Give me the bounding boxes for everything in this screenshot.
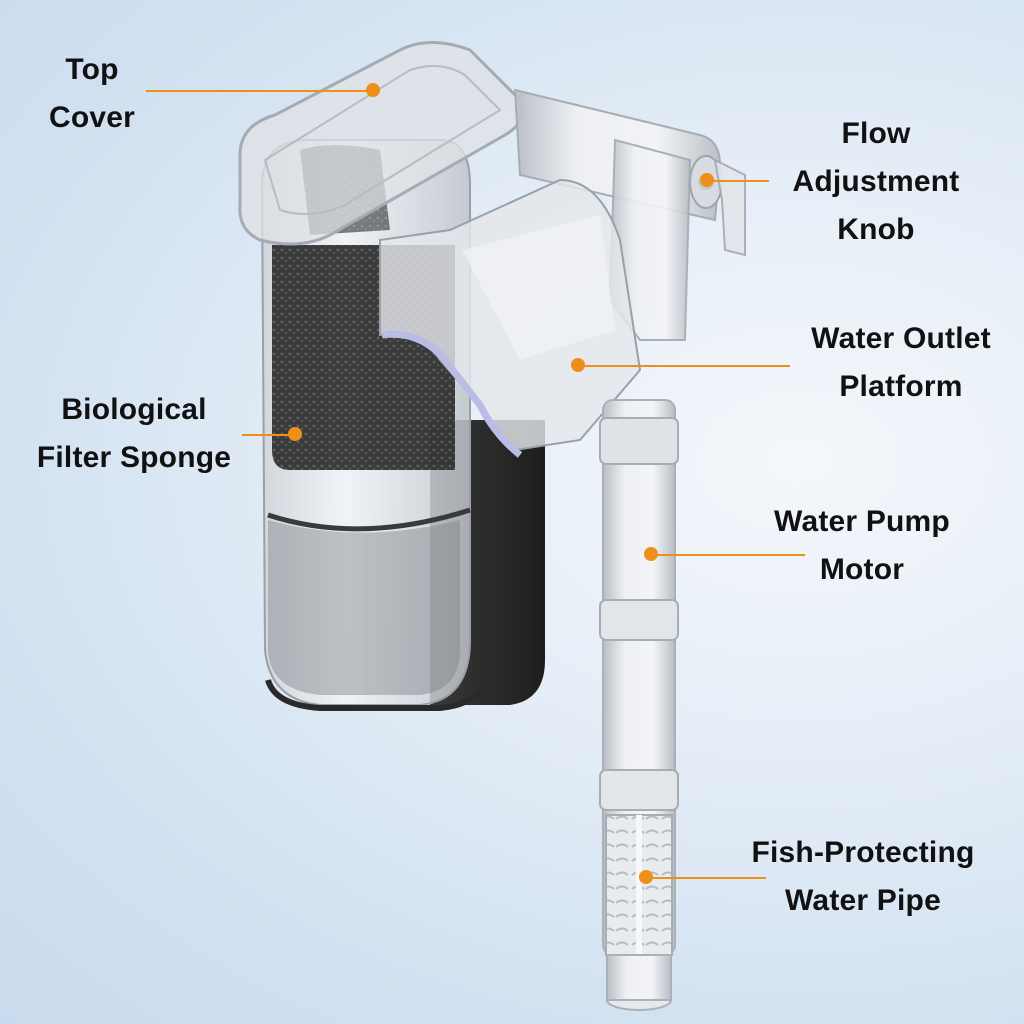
callout-dot-fish-protecting-water-pipe [639, 870, 653, 884]
label-line: Water Pipe [785, 884, 941, 917]
leader-line-biological-filter-sponge [242, 434, 294, 436]
label-flow-adjustment-knob: Flow Adjustment Knob [778, 110, 974, 254]
callout-dot-top-cover [366, 83, 380, 97]
leader-line-water-outlet-platform [578, 365, 790, 367]
label-line: Fish-Protecting [751, 836, 975, 869]
callout-dot-water-outlet-platform [571, 358, 585, 372]
callout-dot-biological-filter-sponge [288, 427, 302, 441]
label-line: Flow [841, 117, 911, 150]
callout-dot-flow-adjustment-knob [700, 173, 714, 187]
label-line: Motor [819, 553, 905, 586]
leader-line-fish-protecting-water-pipe [646, 877, 766, 879]
label-water-pump-motor: Water Pump Motor [760, 498, 964, 594]
label-water-outlet-platform: Water Outlet Platform [798, 315, 1004, 411]
label-line: Filter Sponge [36, 441, 232, 474]
leader-line-water-pump-motor [651, 554, 805, 556]
label-top-cover: Top Cover [40, 46, 144, 142]
callout-dot-water-pump-motor [644, 547, 658, 561]
label-line: Water Outlet [811, 322, 991, 355]
label-line: Knob [837, 213, 915, 246]
leader-line-flow-adjustment-knob [707, 180, 769, 182]
label-line: Platform [839, 370, 963, 403]
label-line: Biological [61, 393, 207, 426]
label-line: Adjustment [792, 165, 960, 198]
label-line: Top [65, 53, 119, 86]
label-fish-protecting-water-pipe: Fish-Protecting Water Pipe [734, 829, 992, 925]
label-line: Cover [48, 101, 136, 134]
label-biological-filter-sponge: Biological Filter Sponge [36, 386, 232, 482]
leader-line-top-cover [146, 90, 372, 92]
label-line: Water Pump [774, 505, 950, 538]
